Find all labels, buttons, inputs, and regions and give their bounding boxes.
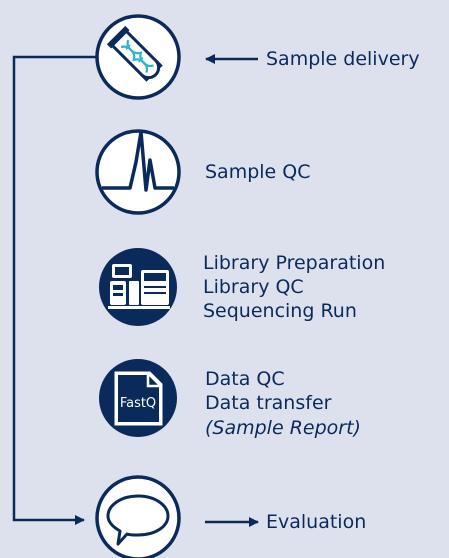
fastq-icon-label: FastQ [120, 396, 156, 411]
step-label-sample-report: (Sample Report) [205, 417, 361, 439]
step-label-sequencing-run: Sequencing Run [203, 300, 357, 322]
test-tube-dna-icon [95, 14, 181, 100]
step-label-data-transfer: Data transfer [205, 392, 332, 414]
step-label-evaluation: Evaluation [266, 511, 367, 533]
loop-connector-line [12, 55, 96, 525]
sequencer-instrument-icon [99, 248, 177, 326]
speech-bubble-icon [95, 475, 181, 558]
chromatogram-peak-icon [95, 129, 181, 215]
step-label-library-qc: Library QC [203, 276, 304, 298]
step-label-library-preparation: Library Preparation [203, 252, 386, 274]
step-label-sample-qc: Sample QC [205, 161, 311, 183]
fastq-file-icon: FastQ [99, 359, 177, 437]
step-label-data-qc: Data QC [205, 368, 285, 390]
step-label-sample-delivery: Sample delivery [266, 48, 420, 70]
